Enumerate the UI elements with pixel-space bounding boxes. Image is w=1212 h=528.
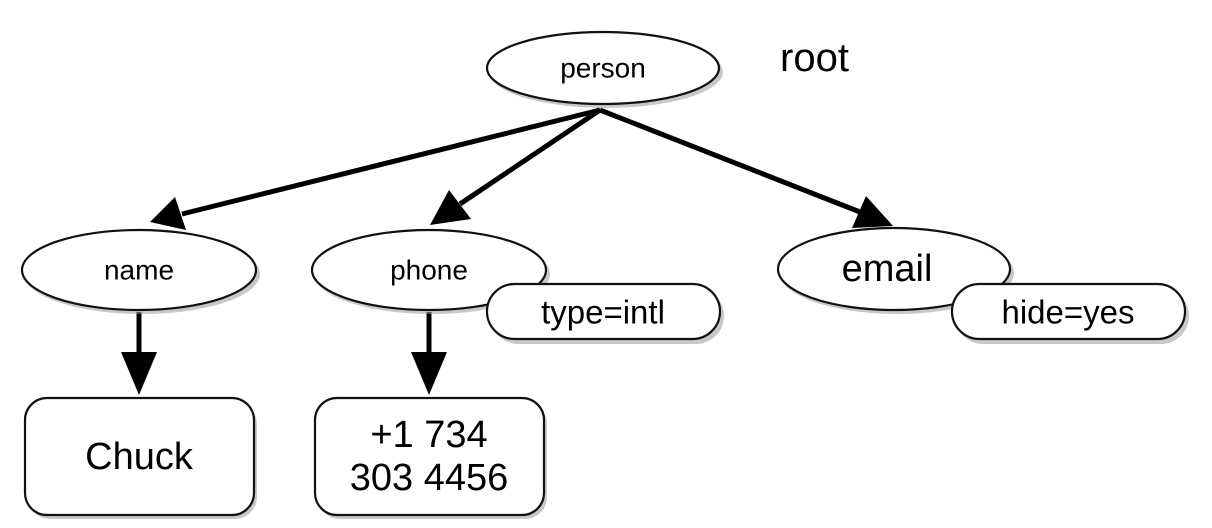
- node-phone-value: +1 734 303 4456: [313, 396, 547, 519]
- edges: [121, 107, 893, 395]
- edge-person-phone: [458, 107, 602, 207]
- attribute-hide-label: hide=yes: [1001, 294, 1134, 331]
- node-phone: phone: [310, 228, 550, 314]
- node-person: person: [485, 30, 723, 108]
- arrowhead-phone: [430, 190, 471, 225]
- attribute-type: type=intl: [485, 282, 724, 344]
- arrowhead-name: [150, 197, 186, 230]
- node-phone-value-line2: 303 4456: [350, 457, 509, 499]
- arrowhead-phone-value: [411, 352, 447, 395]
- node-name: name: [20, 228, 260, 314]
- node-email: email: [776, 226, 1014, 314]
- node-chuck: Chuck: [23, 396, 257, 519]
- attribute-hide: hide=yes: [950, 282, 1189, 344]
- attribute-type-label: type=intl: [541, 294, 665, 331]
- node-phone-value-line1: +1 734: [370, 414, 487, 456]
- node-name-label: name: [104, 255, 174, 286]
- node-email-label: email: [842, 248, 933, 290]
- root-label: root: [780, 36, 849, 80]
- edge-person-name: [181, 107, 601, 217]
- arrowhead-email: [852, 196, 893, 228]
- edge-person-email: [599, 107, 861, 215]
- node-chuck-label: Chuck: [85, 436, 194, 478]
- node-phone-label: phone: [390, 255, 468, 286]
- node-person-label: person: [560, 53, 646, 84]
- arrowhead-chuck: [121, 352, 157, 395]
